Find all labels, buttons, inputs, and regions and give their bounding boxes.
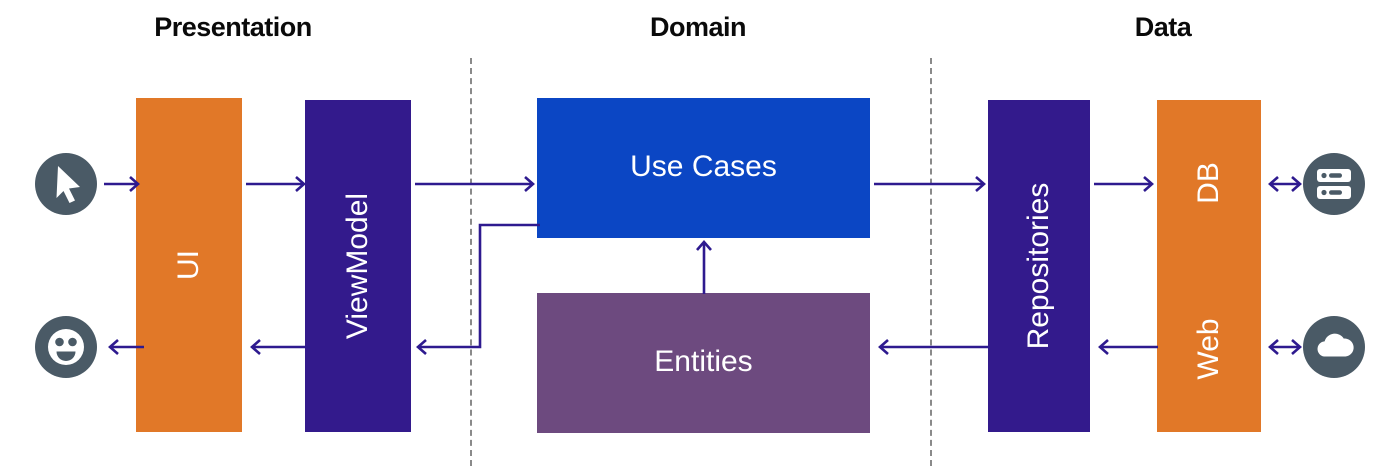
- layer-box-ui[interactable]: UI: [136, 98, 242, 432]
- divider-presentation-domain: [470, 58, 472, 466]
- cursor-icon: [35, 153, 97, 215]
- layer-box-web[interactable]: Web: [1157, 266, 1261, 432]
- connector-repositories-to-entities: [874, 335, 990, 359]
- connector-viewmodel-to-ui: [246, 335, 310, 359]
- layer-label-repositories: Repositories: [1022, 182, 1055, 350]
- layer-box-usecases[interactable]: Use Cases: [537, 98, 870, 238]
- connector-web-to-cloud: [1265, 335, 1305, 359]
- connector-repositories-to-db: [1094, 172, 1158, 196]
- layer-label-ui: UI: [172, 250, 205, 280]
- smiley-icon: [35, 316, 97, 378]
- layer-label-entities: Entities: [654, 345, 753, 378]
- cloud-icon: [1303, 316, 1365, 378]
- layer-box-repositories[interactable]: Repositories: [988, 100, 1090, 432]
- layer-label-usecases: Use Cases: [630, 150, 777, 183]
- connector-entities-to-usecases: [692, 236, 716, 296]
- database-icon: [1303, 153, 1365, 215]
- connector-viewmodel-to-usecases: [415, 172, 539, 196]
- connector-usecases-to-repositories: [874, 172, 990, 196]
- connector-web-to-repositories: [1094, 335, 1158, 359]
- connector-usecases-to-viewmodel: [408, 213, 548, 373]
- section-header-domain: Domain: [649, 12, 747, 42]
- connector-ui-to-viewmodel: [246, 172, 310, 196]
- layer-box-viewmodel[interactable]: ViewModel: [305, 100, 411, 432]
- section-header-presentation: Presentation: [154, 12, 312, 42]
- layer-label-web: Web: [1192, 318, 1225, 380]
- connector-db-to-database: [1265, 172, 1305, 196]
- layer-box-entities[interactable]: Entities: [537, 293, 870, 433]
- section-header-data: Data: [1134, 12, 1192, 42]
- layer-label-db: DB: [1192, 162, 1225, 204]
- layer-label-viewmodel: ViewModel: [341, 192, 374, 340]
- layer-box-db[interactable]: DB: [1157, 100, 1261, 266]
- divider-domain-data: [930, 58, 932, 466]
